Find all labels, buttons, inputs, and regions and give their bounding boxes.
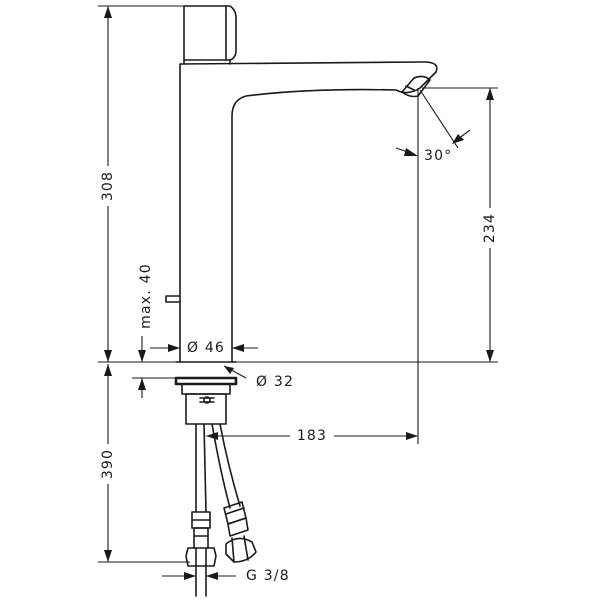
dimension-spray-angle: 30°	[395, 89, 471, 164]
label-base-diameter: Ø 46	[187, 340, 225, 356]
label-connection: G 3/8	[246, 568, 290, 584]
label-below-deck: 390	[100, 449, 116, 479]
label-spray-angle: 30°	[424, 148, 452, 164]
dimension-base-diameter: Ø 46	[150, 340, 258, 356]
dimension-spout-height: 234	[236, 87, 498, 363]
dimension-spout-reach: 183	[206, 88, 419, 444]
dimension-below-deck: 390	[98, 364, 190, 563]
label-max-deck: max. 40	[138, 263, 154, 329]
mounting-shank	[174, 376, 238, 425]
dimension-max-deck: max. 40	[132, 263, 176, 398]
dimension-connection: G 3/8	[162, 568, 290, 584]
dimension-shank-diameter: Ø 32	[223, 365, 294, 390]
label-shank-diameter: Ø 32	[256, 374, 294, 390]
label-spout-height: 234	[482, 213, 498, 243]
label-spout-reach: 183	[297, 428, 327, 444]
label-height-total: 308	[100, 171, 116, 201]
dimension-total-height: 308	[98, 5, 184, 363]
supply-hoses	[185, 423, 257, 597]
faucet-outline	[165, 5, 438, 363]
